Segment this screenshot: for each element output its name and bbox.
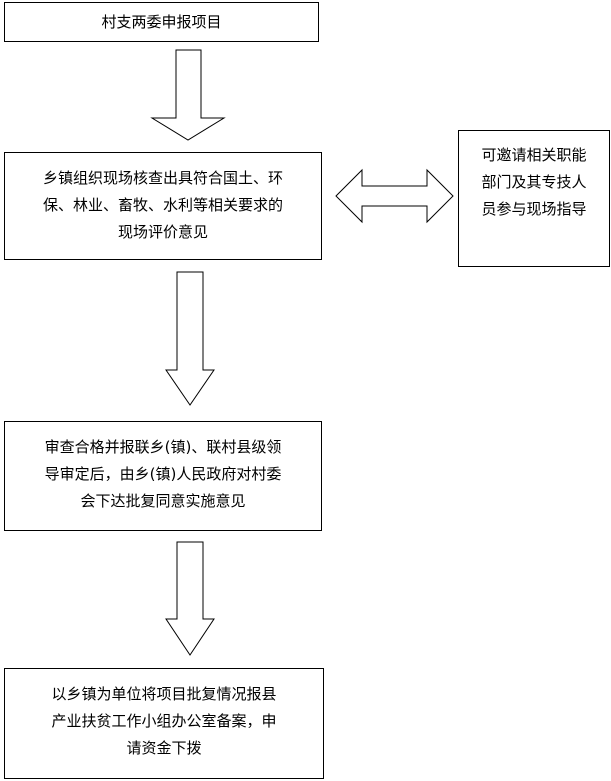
step-review-approval: 审查合格并报联乡(镇)、联村县级领 导审定后，由乡(镇)人民政府对村委 会下达批… — [4, 421, 322, 531]
step2-line-2: 保、林业、畜牧、水利等相关要求的 — [42, 196, 283, 214]
down-arrow-2 — [165, 271, 215, 406]
step-filing-fund-request: 以乡镇为单位将项目批复情况报县 产业扶贫工作小组办公室备案，申 请资金下拨 — [4, 668, 324, 779]
side-line-1: 可邀请相关职能 — [481, 146, 587, 164]
step3-line-2: 导审定后，由乡(镇)人民政府对村委 — [44, 465, 282, 483]
bidirectional-arrow — [335, 168, 454, 224]
side-note-invite-departments: 可邀请相关职能 部门及其专技人 员参与现场指导 — [458, 130, 610, 267]
step4-line-2: 产业扶贫工作小组办公室备案，申 — [51, 712, 277, 730]
step4-line-3: 请资金下拨 — [126, 739, 202, 757]
step-township-site-inspection: 乡镇组织现场核查出具符合国土、环 保、林业、畜牧、水利等相关要求的 现场评价意见 — [4, 152, 322, 260]
step2-line-3: 现场评价意见 — [117, 223, 208, 241]
down-arrow-3 — [165, 541, 215, 656]
step4-line-1: 以乡镇为单位将项目批复情况报县 — [51, 685, 277, 703]
side-line-2: 部门及其专技人 — [481, 173, 587, 191]
step3-line-3: 会下达批复同意实施意见 — [80, 492, 246, 510]
side-line-3: 员参与现场指导 — [481, 200, 587, 218]
down-arrow-1 — [150, 49, 226, 141]
step-village-committee-apply: 村支两委申报项目 — [4, 2, 319, 42]
step2-line-1: 乡镇组织现场核查出具符合国土、环 — [42, 169, 283, 187]
step1-line-1: 村支两委申报项目 — [101, 13, 222, 31]
step3-line-1: 审查合格并报联乡(镇)、联村县级领 — [44, 438, 282, 456]
